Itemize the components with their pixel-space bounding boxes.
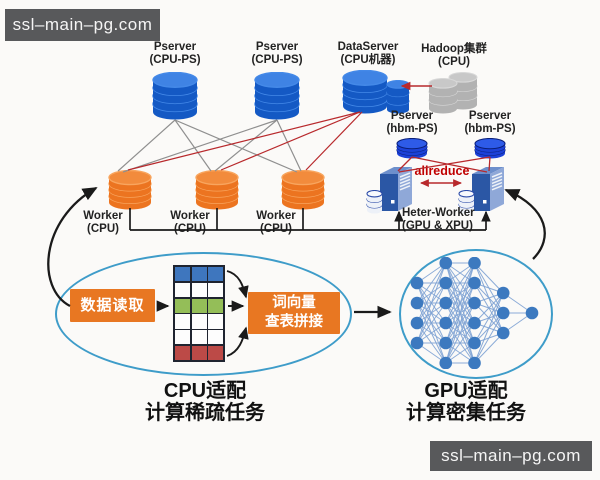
grid-cell-blue — [208, 267, 223, 282]
caption-line: GPU适配 — [424, 380, 508, 402]
watermark-bottom-right: ssl–main–pg.com — [430, 441, 592, 471]
label-line: Pserver — [468, 110, 512, 122]
cpu-task-caption: CPU适配 计算稀疏任务 — [105, 380, 305, 424]
heter-worker-right-disk-icon — [458, 189, 475, 214]
worker2-label: Worker (CPU) — [145, 210, 235, 236]
label-line: (hbm-PS) — [464, 123, 516, 135]
grid-cell-red — [175, 345, 190, 360]
caption-line: CPU适配 — [163, 380, 247, 402]
pserver2-label: Pserver (CPU-PS) — [227, 41, 327, 67]
pserver-hbm2-label: Pserver (hbm-PS) — [450, 110, 530, 136]
label-line: Pserver — [255, 41, 299, 53]
label-line: (GPU & XPU) — [402, 220, 473, 232]
label-line: (CPU机器) — [340, 54, 396, 66]
label-line: Worker — [256, 210, 296, 222]
grid-cell-white — [191, 282, 207, 297]
grid-cell-red — [208, 345, 223, 360]
grid-cell-white — [208, 282, 223, 297]
embedding-lookup-box: 词向量 查表拼接 — [248, 292, 340, 334]
label-line: (hbm-PS) — [386, 123, 438, 135]
grid-cell-green — [208, 298, 223, 313]
worker3-db-icon — [281, 169, 325, 210]
label-line: (CPU) — [174, 223, 206, 235]
label-line: (CPU) — [438, 56, 470, 68]
grid-cell-white — [208, 314, 223, 329]
grid-cell-white — [175, 314, 190, 329]
cpu-task-ellipse — [55, 252, 352, 376]
label-line: 词向量 — [272, 295, 316, 311]
worker2-db-icon — [195, 169, 239, 210]
label-line: Pserver — [390, 110, 434, 122]
dataserver-db-icon — [342, 69, 388, 114]
label-line: DataServer — [337, 41, 399, 53]
label-line: Heter-Worker — [402, 207, 475, 219]
label-line: 查表拼接 — [265, 314, 323, 330]
label-line: Worker — [83, 210, 123, 222]
grid-cell-white — [191, 314, 207, 329]
label-line: (CPU-PS) — [251, 54, 303, 66]
grid-cell-green — [175, 298, 190, 313]
worker1-label: Worker (CPU) — [58, 210, 148, 236]
grid-cell-blue — [191, 267, 207, 282]
watermark-top-left: ssl–main–pg.com — [5, 9, 160, 41]
worker3-label: Worker (CPU) — [231, 210, 321, 236]
pserver-hbm2-db-icon — [474, 137, 506, 159]
pserver1-db-icon — [152, 71, 198, 120]
gpu-ellipse-heter-arrow — [504, 188, 546, 260]
caption-line: 计算密集任务 — [406, 402, 526, 424]
worker1-db-icon — [108, 169, 152, 210]
dataserver-db-small-icon — [386, 79, 410, 114]
pserver-hbm1-label: Pserver (hbm-PS) — [372, 110, 452, 136]
heter-worker-right-server-icon — [468, 164, 508, 214]
allreduce-label: allreduce — [414, 164, 470, 178]
gpu-task-caption: GPU适配 计算密集任务 — [366, 380, 566, 424]
embedding-grid — [173, 265, 225, 362]
pserver-hbm1-db-icon — [396, 137, 428, 159]
grid-cell-white — [208, 330, 223, 345]
label-line: (CPU-PS) — [149, 54, 201, 66]
label-line: (CPU) — [260, 223, 292, 235]
grid-cell-white — [175, 330, 190, 345]
pserver1-label: Pserver (CPU-PS) — [125, 41, 225, 67]
grid-cell-red — [191, 345, 207, 360]
grid-cell-white — [175, 282, 190, 297]
heter-worker-left-disk-icon — [366, 189, 383, 214]
caption-line: 计算稀疏任务 — [145, 402, 265, 424]
grid-cell-green — [191, 298, 207, 313]
gpu-task-ellipse — [399, 249, 553, 379]
label-line: (CPU) — [87, 223, 119, 235]
grid-cell-blue — [175, 267, 190, 282]
pserver2-db-icon — [254, 71, 300, 120]
label-line: Pserver — [153, 41, 197, 53]
dataserver-worker-links — [127, 111, 363, 171]
label-line: Worker — [170, 210, 210, 222]
neural-network-icon — [407, 256, 542, 374]
data-read-box: 数据读取 — [70, 289, 155, 322]
hadoop-label: Hadoop集群 (CPU) — [402, 43, 506, 69]
heter-worker-label: Heter-Worker (GPU & XPU) — [402, 207, 482, 233]
pserver-worker-links — [117, 119, 302, 173]
grid-cell-white — [191, 330, 207, 345]
label-line: Hadoop集群 — [421, 43, 487, 55]
hadoop-db-front-icon — [428, 77, 458, 114]
dataserver-label: DataServer (CPU机器) — [316, 41, 420, 67]
